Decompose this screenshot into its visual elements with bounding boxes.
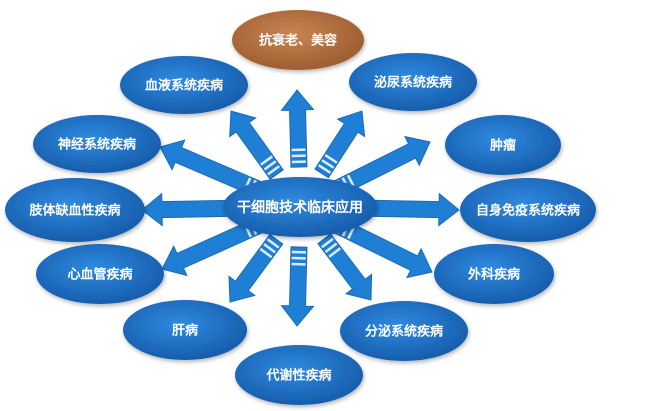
- node-label: 血液系统疾病: [145, 78, 223, 94]
- node-endocrine: 分泌系统疾病: [340, 301, 468, 361]
- node-blood: 血液系统疾病: [120, 56, 248, 114]
- node-label: 肢体缺血性疾病: [29, 203, 120, 219]
- center-label: 干细胞技术临床应用: [237, 199, 363, 216]
- node-nervous: 神经系统疾病: [33, 115, 161, 173]
- center-hub: 干细胞技术临床应用: [223, 177, 377, 237]
- node-label: 代谢性疾病: [265, 368, 331, 384]
- node-limb-ischemia: 肢体缺血性疾病: [5, 178, 145, 242]
- node-label: 神经系统疾病: [58, 137, 136, 153]
- arrow-endocrine: [317, 233, 373, 301]
- node-liver: 肝病: [123, 300, 247, 360]
- node-anti-aging: 抗衰老、美容: [232, 10, 364, 70]
- node-cardiovascular: 心血管疾病: [36, 244, 164, 304]
- node-label: 肝病: [172, 323, 198, 339]
- node-urinary: 泌尿系统疾病: [349, 53, 477, 111]
- arrow-blood: [229, 110, 284, 180]
- arrow-metabolic: [280, 246, 315, 327]
- node-label: 泌尿系统疾病: [374, 75, 452, 91]
- arrows-layer: [141, 89, 460, 327]
- node-surgical: 外科疾病: [434, 244, 554, 304]
- node-label: 外科疾病: [467, 267, 520, 283]
- arrow-liver: [228, 233, 284, 303]
- node-tumor: 肿瘤: [445, 115, 561, 175]
- arrow-urinary: [314, 110, 366, 179]
- arrow-anti-aging: [280, 89, 315, 168]
- node-label: 自身免疫系统疾病: [476, 203, 580, 219]
- node-autoimmune: 自身免疫系统疾病: [460, 178, 596, 242]
- node-label: 心血管疾病: [67, 267, 132, 283]
- node-label: 抗衰老、美容: [259, 33, 337, 49]
- node-label: 分泌系统疾病: [365, 324, 443, 340]
- node-metabolic: 代谢性疾病: [235, 345, 363, 405]
- node-label: 肿瘤: [490, 138, 516, 154]
